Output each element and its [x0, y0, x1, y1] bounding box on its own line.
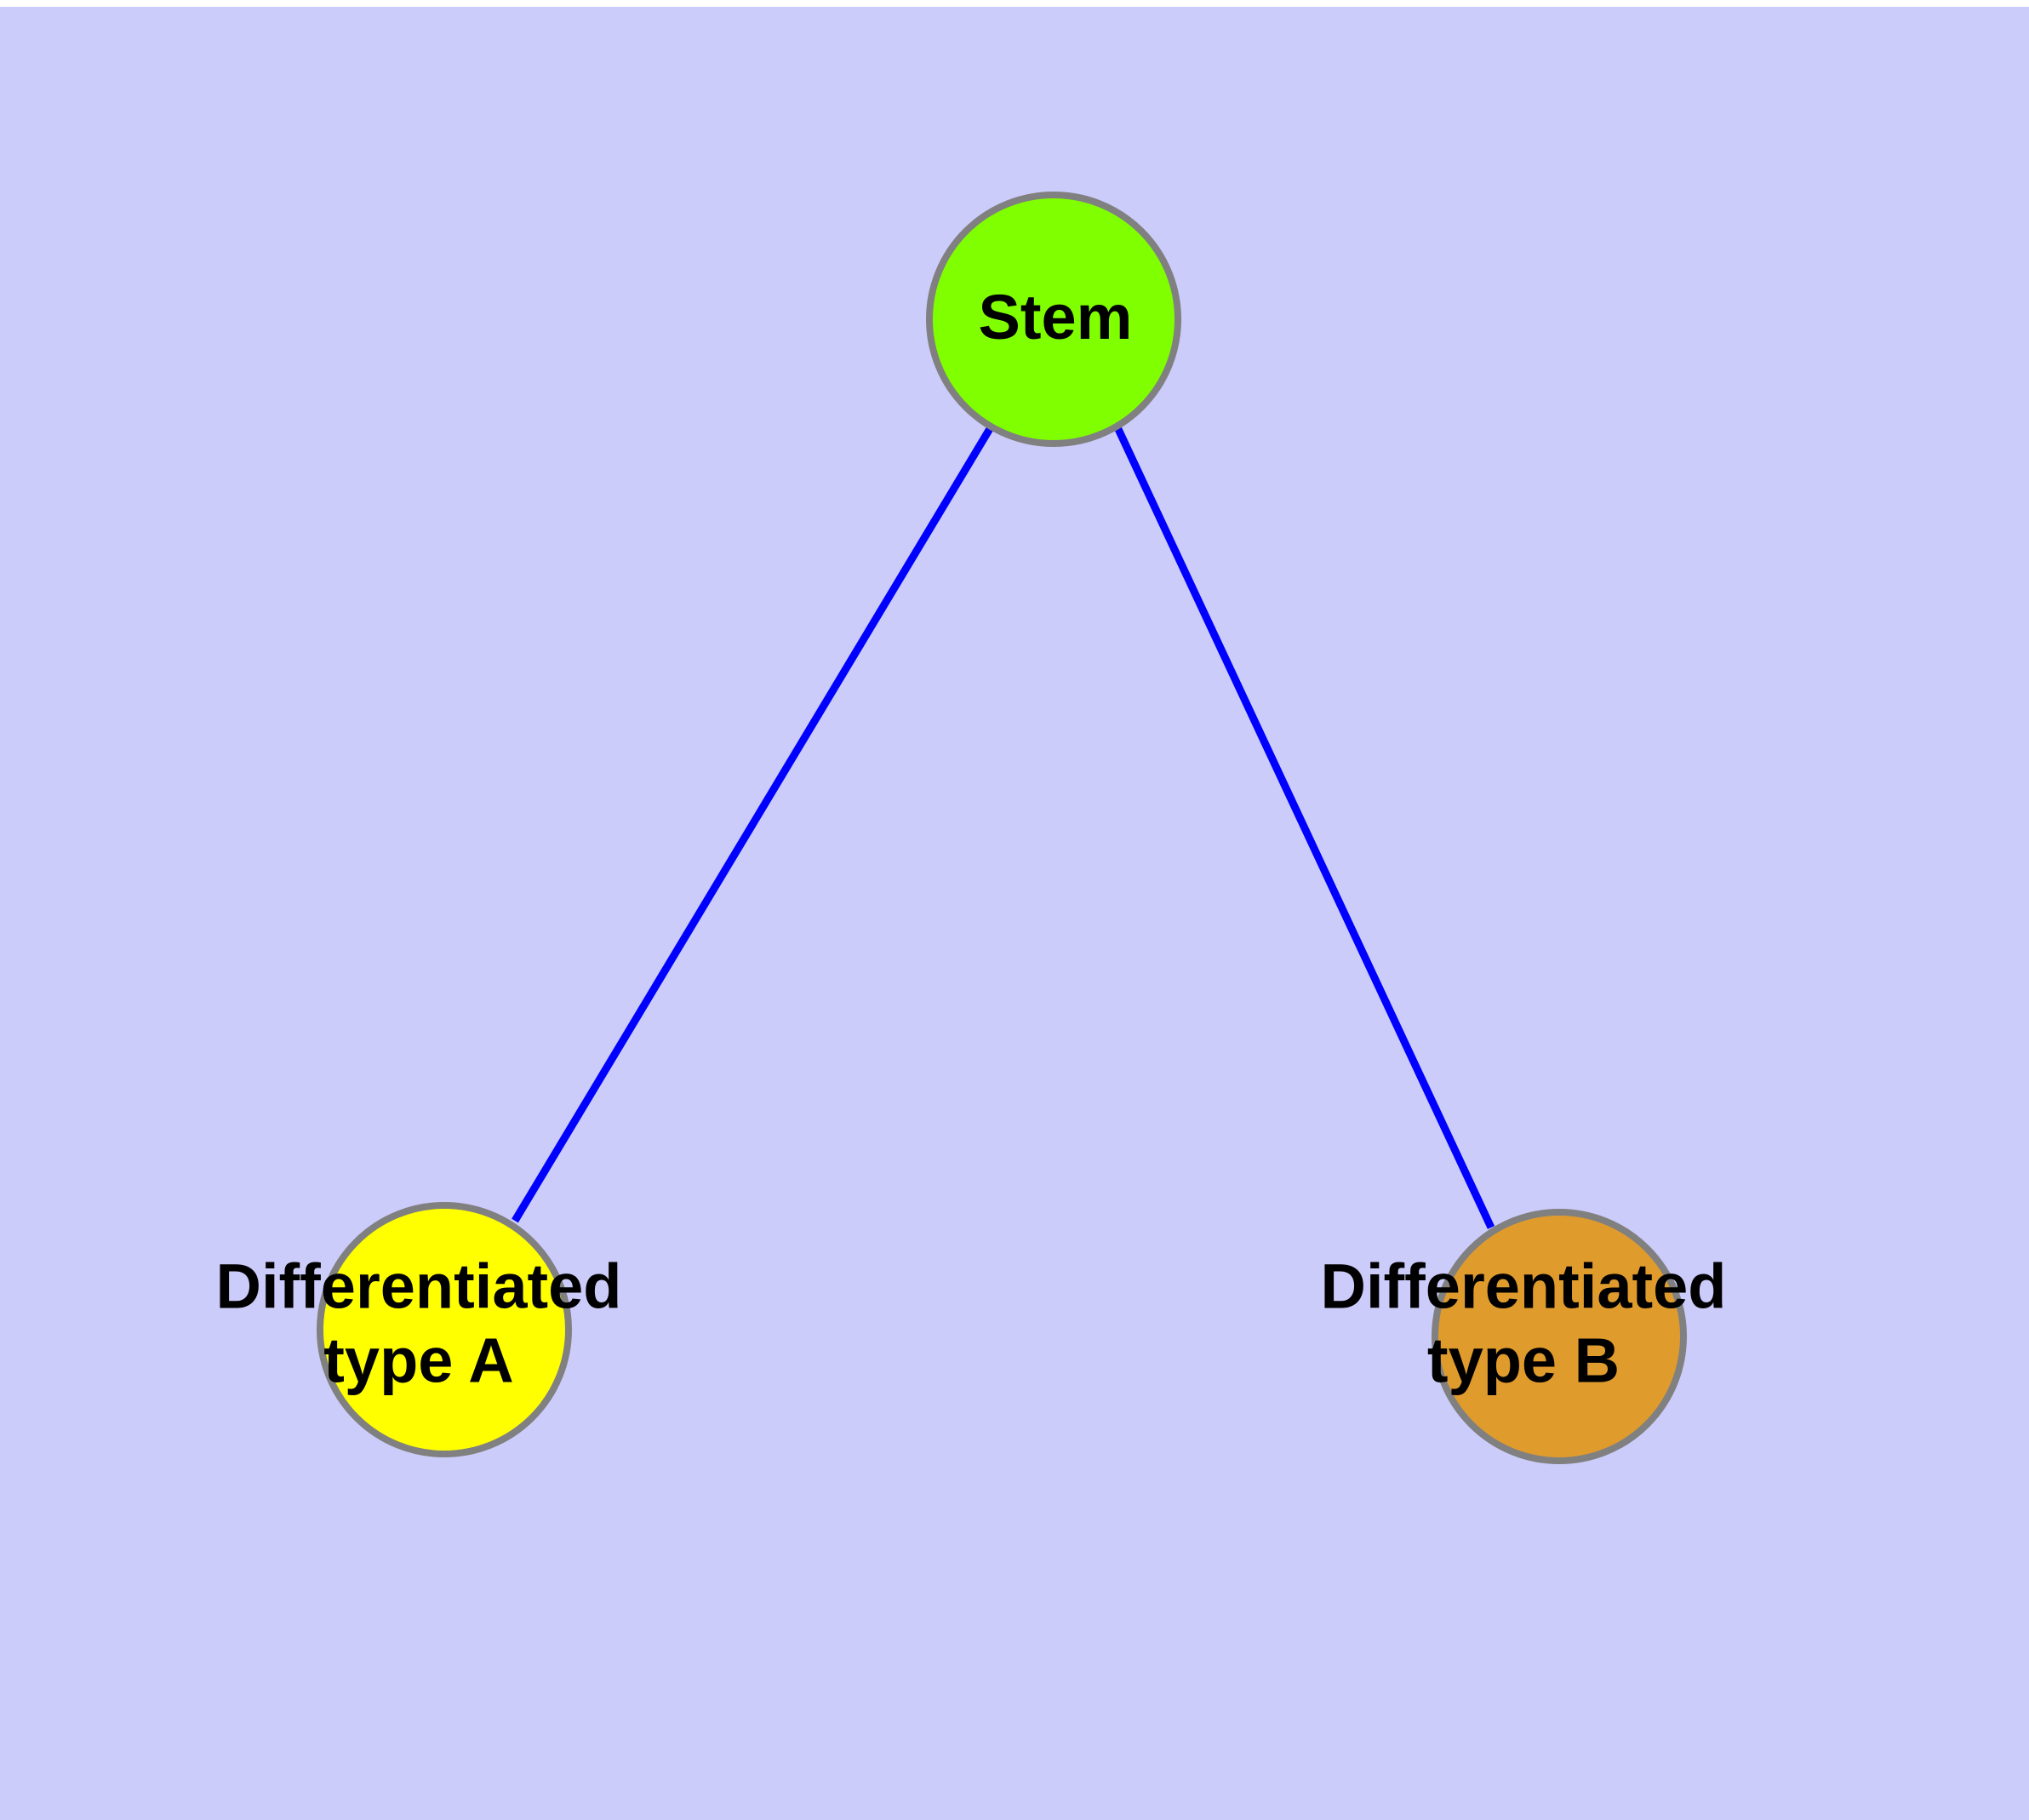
- node-diff-a-circle[interactable]: [317, 1202, 572, 1457]
- edge-stem-to-diff-a[interactable]: [512, 425, 994, 1223]
- edge-layer: [512, 425, 1495, 1229]
- node-stem-label: Stem: [979, 282, 1133, 352]
- node-stem-circle[interactable]: [926, 192, 1181, 447]
- node-diff-b[interactable]: [1432, 1209, 1687, 1464]
- node-diff-a[interactable]: [317, 1202, 572, 1457]
- node-stem[interactable]: [926, 192, 1181, 447]
- edge-stem-to-diff-b[interactable]: [1113, 426, 1495, 1229]
- node-diff-b-circle[interactable]: [1432, 1209, 1687, 1464]
- node-layer: [317, 192, 1687, 1464]
